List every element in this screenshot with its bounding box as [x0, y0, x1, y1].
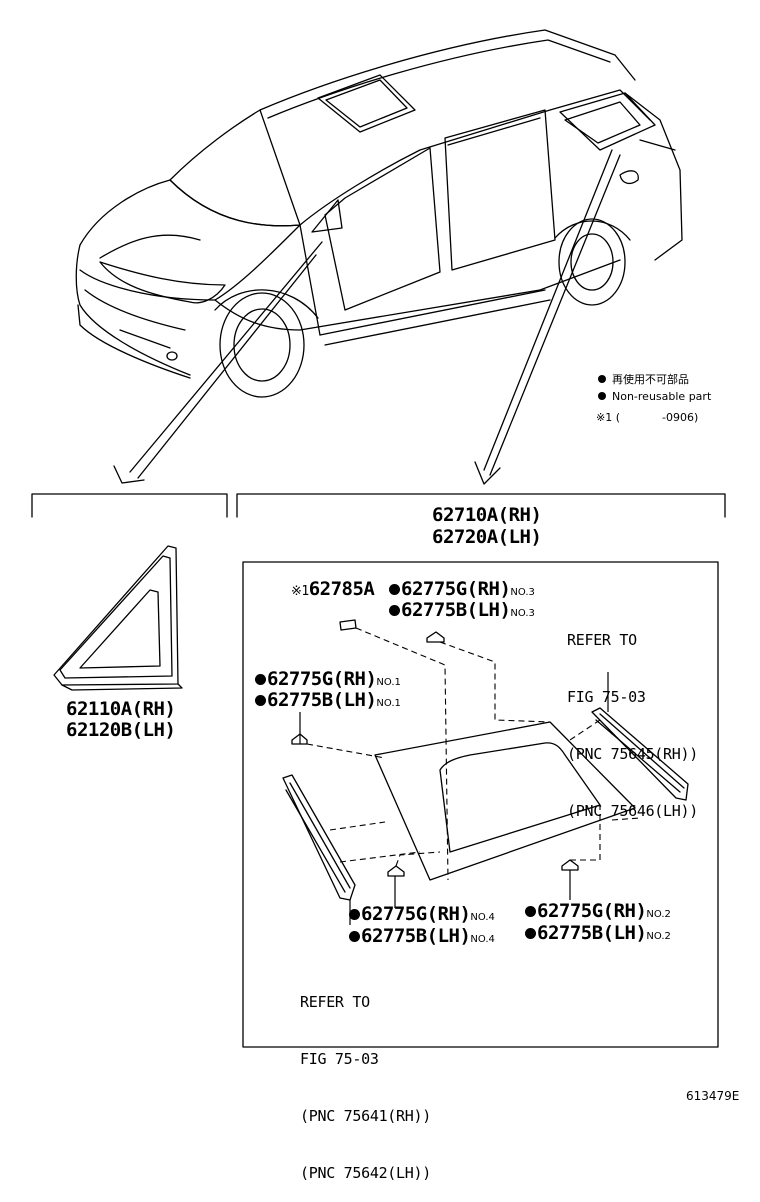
refer-line: REFER TO — [300, 993, 370, 1011]
quarter-glass-left — [53, 545, 183, 691]
refer-line: (PNC 75642(LH)) — [300, 1164, 431, 1182]
rear-quarter-glass — [374, 721, 636, 881]
clips — [291, 619, 579, 877]
part-62785a-label: ※162785A — [291, 578, 375, 600]
non-reusable-dot-icon — [349, 909, 360, 920]
molding-left — [282, 774, 356, 901]
non-reusable-dot-icon — [389, 584, 400, 595]
part-62775g-no3-label: 62775G(RH)NO.3 — [389, 578, 535, 604]
part-62775b-no4-label: 62775B(LH)NO.4 — [349, 925, 495, 951]
vehicle-outline — [75, 29, 683, 398]
legend-non-reusable-jp: 再使用不可部品 — [598, 371, 689, 388]
part-62775b-no2-label: 62775B(LH)NO.2 — [525, 922, 671, 948]
left-bracket — [31, 493, 228, 518]
assembly-lines — [306, 627, 641, 881]
diagram-drawing — [31, 29, 726, 1048]
part-62120b-label: 62120B(LH) — [66, 719, 176, 741]
right-bracket — [236, 493, 726, 518]
non-reusable-dot-icon — [255, 695, 266, 706]
refer-line: (PNC 75645(RH)) — [567, 745, 698, 763]
part-62775g-no4-label: 62775G(RH)NO.4 — [349, 903, 495, 929]
refer-note-bottom: REFER TO FIG 75-03 (PNC 75641(RH)) (PNC … — [300, 955, 431, 1202]
non-reusable-dot-icon — [389, 605, 400, 616]
part-62775g-no1-label: 62775G(RH)NO.1 — [255, 668, 401, 694]
molding-right — [591, 707, 689, 801]
bullet-icon — [598, 392, 606, 400]
figure-id: 613479E — [686, 1089, 740, 1103]
refer-line: FIG 75-03 — [300, 1050, 379, 1068]
refer-line: (PNC 75641(RH)) — [300, 1107, 431, 1125]
non-reusable-dot-icon — [525, 906, 536, 917]
refer-line: (PNC 75646(LH)) — [567, 802, 698, 820]
non-reusable-dot-icon — [255, 674, 266, 685]
label-leaders — [299, 672, 609, 925]
non-reusable-dot-icon — [525, 928, 536, 939]
refer-line: REFER TO — [567, 631, 637, 649]
part-62720a-label: 62720A(LH) — [432, 526, 542, 548]
part-62775g-no2-label: 62775G(RH)NO.2 — [525, 900, 671, 926]
non-reusable-dot-icon — [349, 931, 360, 942]
refer-line: FIG 75-03 — [567, 688, 646, 706]
leader-arrows — [113, 149, 621, 485]
part-62110a-label: 62110A(RH) — [66, 698, 176, 720]
part-62775b-no1-label: 62775B(LH)NO.1 — [255, 689, 401, 715]
exploded-view-frame — [242, 561, 719, 1048]
bullet-icon — [598, 375, 606, 383]
legend-non-reusable-en: Non-reusable part — [598, 388, 711, 405]
part-62775b-no3-label: 62775B(LH)NO.3 — [389, 599, 535, 625]
refer-note-top: REFER TO FIG 75-03 (PNC 75645(RH)) (PNC … — [567, 593, 698, 840]
part-62710a-label: 62710A(RH) — [432, 504, 542, 526]
legend-note: ※1 (-0906) — [596, 411, 699, 424]
